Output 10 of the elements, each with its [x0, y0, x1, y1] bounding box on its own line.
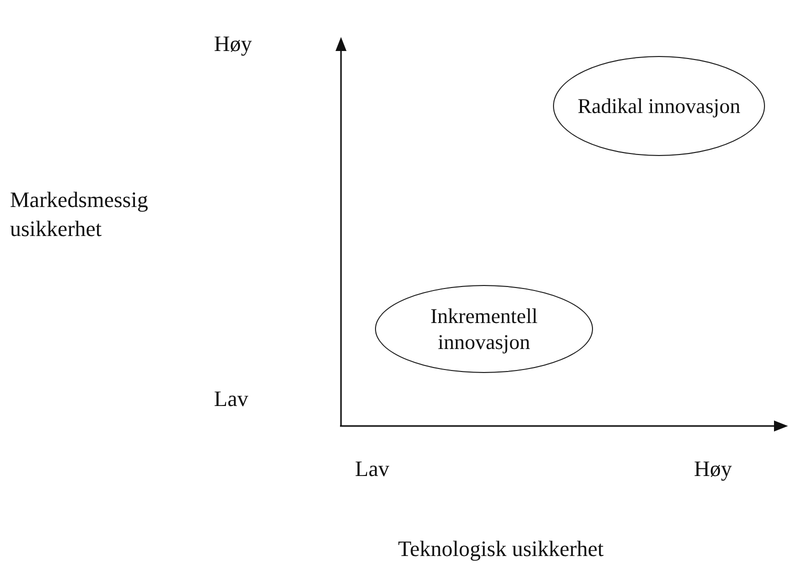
axis-tick-label: Lav: [355, 455, 390, 483]
axis-title: Markedsmessig usikkerhet: [10, 186, 150, 243]
node-text: Inkrementell innovasjon: [429, 302, 539, 356]
axis-tick-label: Høy: [214, 30, 252, 58]
ellipse-node: [553, 56, 765, 156]
node-text: Radikal innovasjon: [578, 92, 740, 120]
axis-title: Teknologisk usikkerhet: [398, 535, 604, 563]
ellipse-node: [375, 285, 593, 373]
axis-tick-label: Lav: [214, 385, 248, 413]
axis-tick-label: Høy: [694, 455, 732, 483]
